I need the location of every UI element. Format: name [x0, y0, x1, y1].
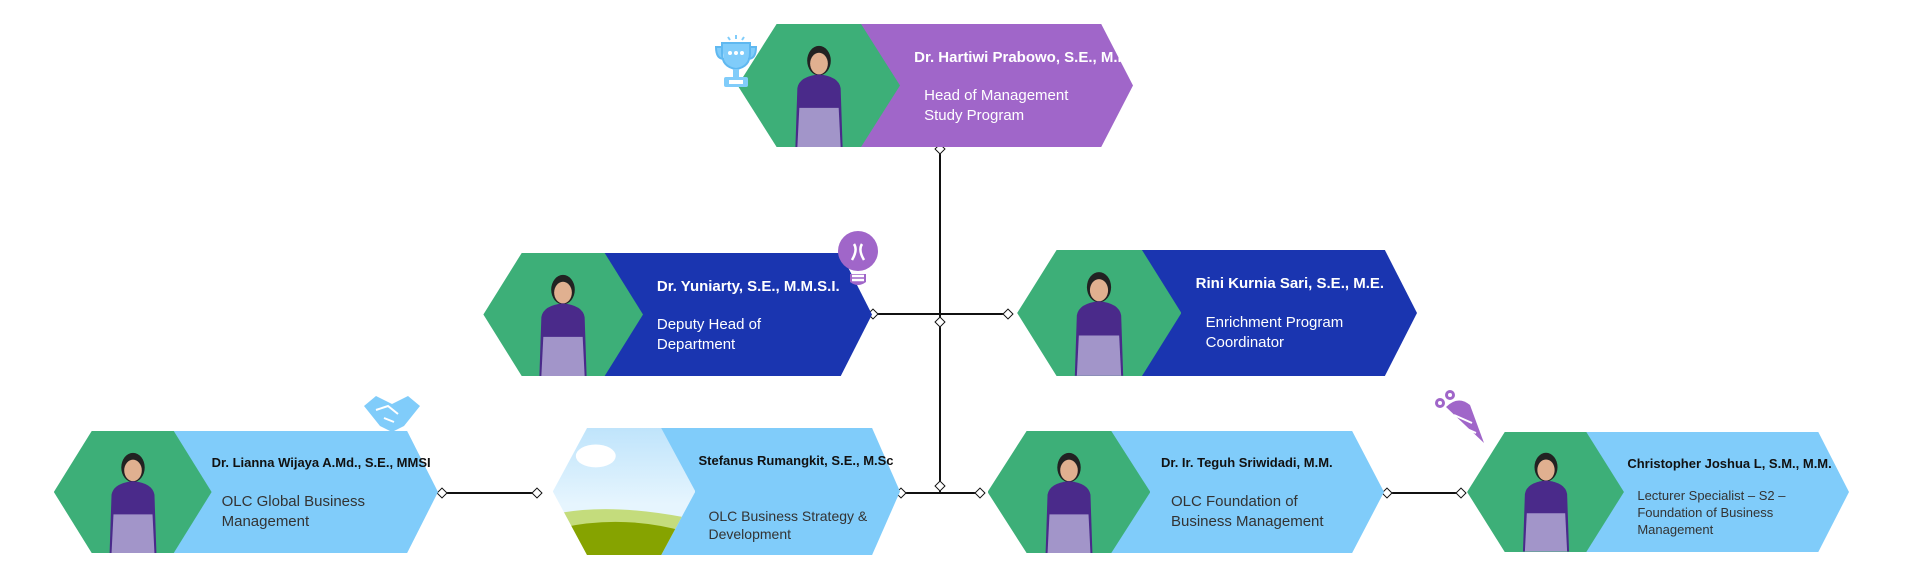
person-role: Enrichment Program Coordinator [1205, 314, 1344, 351]
person-role: OLC Business Strategy & Development [708, 507, 868, 542]
card-olc-global-business[interactable]: Dr. Lianna Wijaya A.Md., S.E., MMSI OLC G… [53, 431, 438, 553]
card-olc-foundation[interactable]: Dr. Ir. Teguh Sriwidadi, M.M. OLC Foundat… [987, 431, 1384, 553]
profile-photo [483, 253, 643, 376]
connector-row2 [872, 313, 1008, 315]
person-name: Dr. Yuniarty, S.E., M.M.S.I. [656, 277, 840, 295]
connector-node [531, 487, 543, 499]
trophy-icon [714, 35, 758, 87]
card-head-of-program[interactable]: Dr. Hartiwi Prabowo, S.E., M.M. Head of M… [737, 24, 1135, 147]
profile-photo [987, 431, 1151, 553]
lightbulb-icon [838, 231, 878, 285]
profile-photo [737, 24, 901, 147]
connector-node [974, 487, 986, 499]
connector-node [1455, 487, 1467, 499]
connector-node [436, 487, 448, 499]
person-name: Christopher Joshua L, S.M., M.M. [1627, 456, 1832, 471]
handshake-icon [364, 393, 420, 432]
card-deputy-head[interactable]: Dr. Yuniarty, S.E., M.M.S.I. Deputy Head … [483, 253, 872, 376]
person-role: OLC Foundation of Business Management [1170, 493, 1324, 530]
card-lecturer-specialist[interactable]: Christopher Joshua L, S.M., M.M. Lecturer… [1467, 432, 1849, 552]
person-role: Deputy Head of Department [656, 315, 762, 353]
person-name: Stefanus Rumangkit, S.E., M.Sc [698, 453, 894, 469]
connector-node [934, 480, 946, 492]
card-enrichment-coordinator[interactable]: Rini Kurnia Sari, S.E., M.E. Enrichment P… [1017, 250, 1417, 376]
person-name: Dr. Hartiwi Prabowo, S.E., M.M. [914, 48, 1135, 66]
placeholder-image [552, 428, 696, 555]
person-role: OLC Global Business Management [221, 493, 366, 530]
person-name: Rini Kurnia Sari, S.E., M.E. [1195, 275, 1385, 293]
person-name: Dr. Ir. Teguh Sriwidadi, M.M. [1160, 455, 1333, 471]
connector-node [934, 316, 946, 328]
connector-bottom-left [441, 492, 536, 494]
person-role: Lecturer Specialist – S2 – Foundation of… [1637, 488, 1786, 538]
profile-photo [53, 431, 212, 553]
ice-cream-icon [1435, 390, 1484, 443]
person-name: Dr. Lianna Wijaya A.Md., S.E., MMSI [211, 455, 431, 471]
connector-bottom-center [900, 492, 980, 494]
profile-photo [1017, 250, 1182, 376]
profile-photo [1467, 432, 1624, 552]
person-role: Head of Management Study Program [924, 86, 1069, 124]
connector-node [1002, 308, 1014, 320]
connector-bottom-right [1386, 492, 1460, 494]
